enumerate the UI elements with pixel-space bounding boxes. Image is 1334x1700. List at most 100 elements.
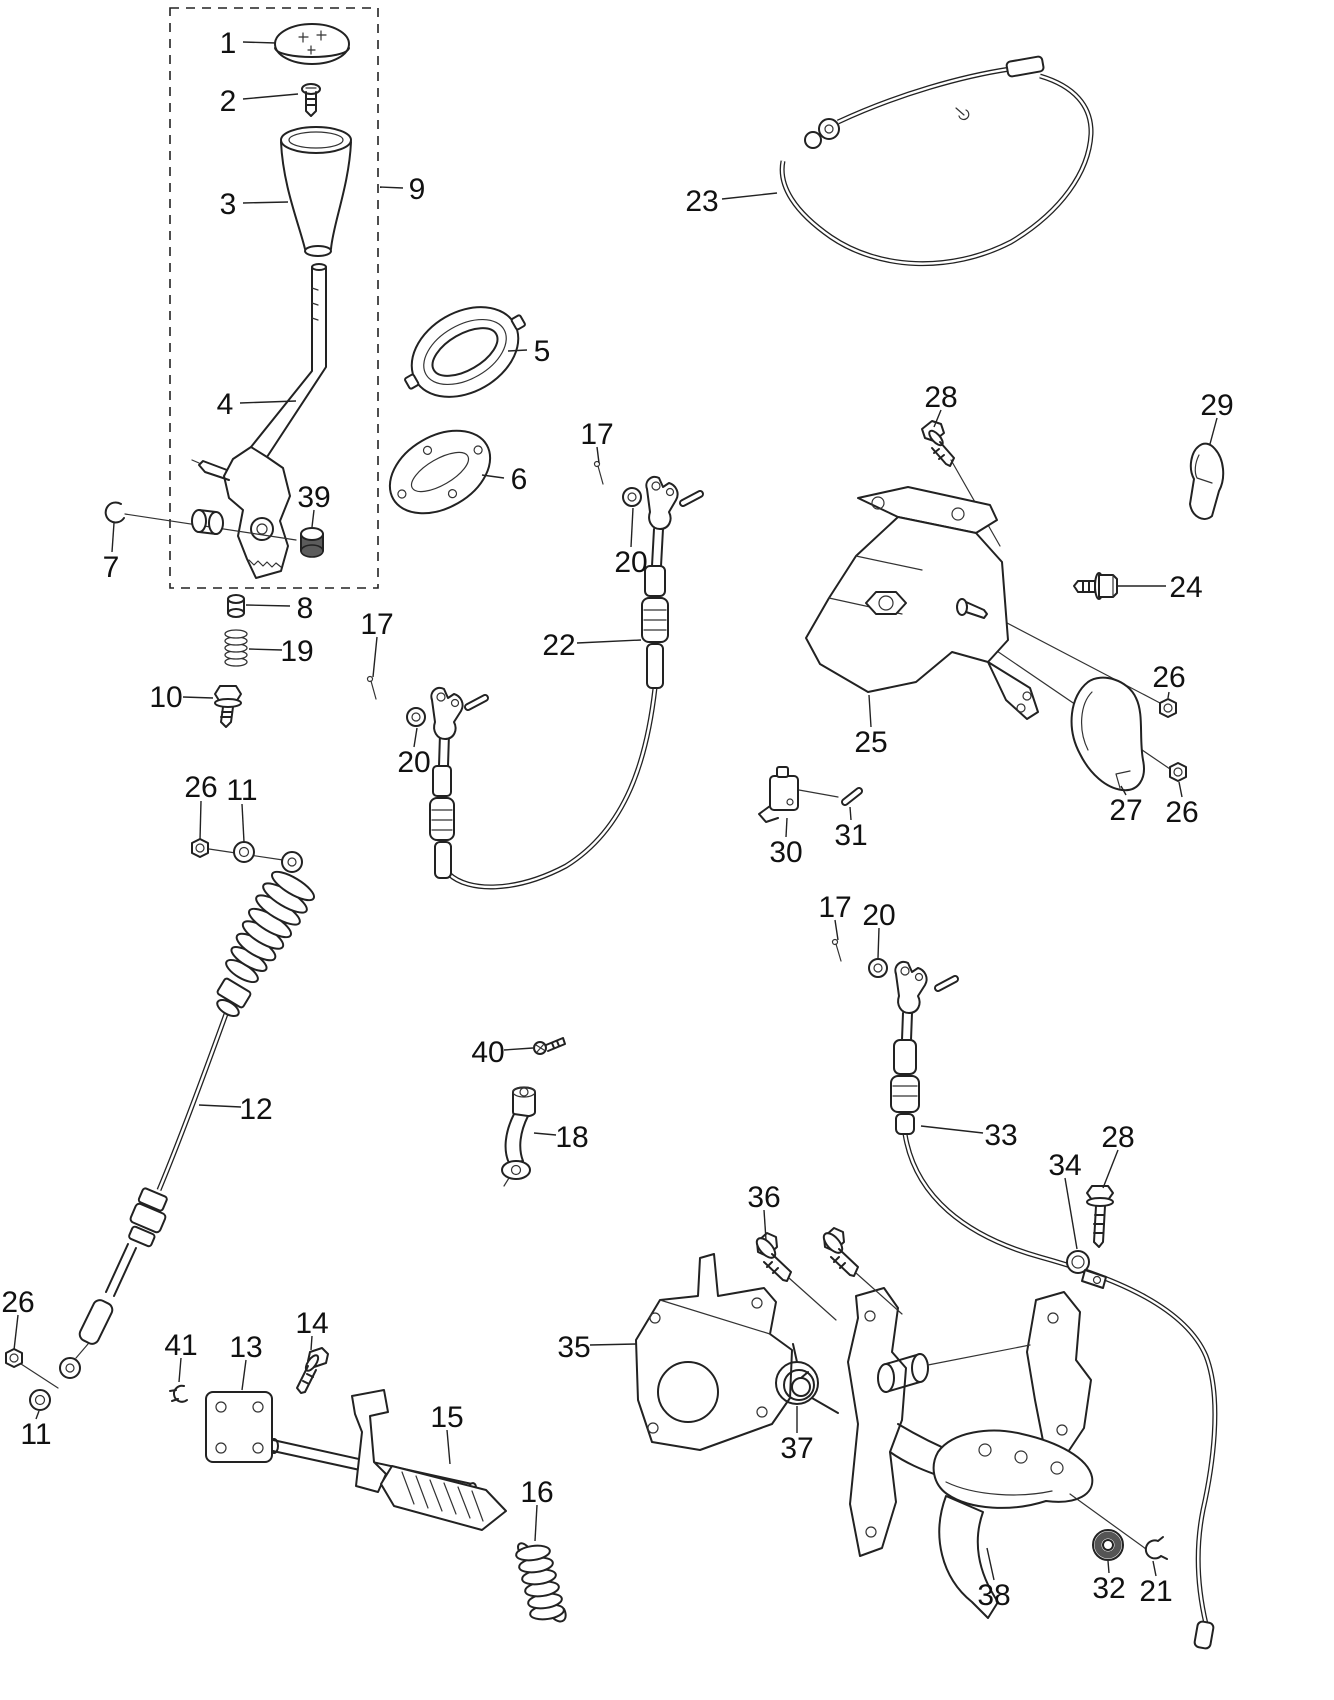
callout-label-12: 12 xyxy=(239,1093,272,1126)
callout-leader-26 xyxy=(1167,691,1170,699)
callout-label-15: 15 xyxy=(430,1401,463,1434)
part-13-mount-plate xyxy=(205,1391,279,1463)
part-14-screw xyxy=(296,1347,329,1394)
callout-label-27: 27 xyxy=(1109,794,1142,827)
part-36-bolts xyxy=(755,1227,903,1321)
part-7-snap-ring xyxy=(104,501,297,541)
callout-label-26: 26 xyxy=(1152,661,1185,694)
callout-label-19: 19 xyxy=(280,635,313,668)
callout-leader-12 xyxy=(198,1104,242,1108)
callout-label-38: 38 xyxy=(977,1579,1010,1612)
callout-label-11: 11 xyxy=(20,1418,51,1451)
callout-label-37: 37 xyxy=(780,1432,813,1465)
callout-leader-36 xyxy=(763,1209,767,1241)
part-38-pedal-assembly xyxy=(847,1287,1147,1619)
callout-leader-38 xyxy=(986,1547,995,1581)
callout-label-2: 2 xyxy=(220,85,237,118)
part-12-select-cable xyxy=(59,851,315,1379)
callout-leader-2 xyxy=(242,93,299,100)
callout-label-11: 11 xyxy=(226,774,257,807)
callout-label-4: 4 xyxy=(217,388,234,421)
callout-label-39: 39 xyxy=(297,481,330,514)
callout-leader-21 xyxy=(1152,1560,1157,1577)
part-15-rod-bracket xyxy=(272,1389,507,1531)
callout-leader-5 xyxy=(507,349,528,352)
part-34-cable-clamp xyxy=(1066,1250,1107,1289)
part-26-nut-d xyxy=(5,1348,23,1368)
part-35-support-bracket xyxy=(635,1253,793,1451)
callout-leader-1 xyxy=(242,41,277,44)
part-16-return-spring xyxy=(515,1542,567,1623)
part-11-washer-b xyxy=(17,1361,59,1411)
callout-label-31: 31 xyxy=(834,819,867,852)
callout-label-23: 23 xyxy=(685,185,718,218)
callout-label-1: 1 xyxy=(220,27,237,60)
part-23-throttle-cable xyxy=(782,55,1091,264)
callout-label-25: 25 xyxy=(854,726,887,759)
part-20-clevis-group-c xyxy=(831,938,959,1014)
callout-label-7: 7 xyxy=(103,551,120,584)
callout-label-32: 32 xyxy=(1092,1572,1125,1605)
part-32-washer xyxy=(1092,1529,1124,1561)
callout-label-16: 16 xyxy=(520,1476,553,1509)
callout-label-26: 26 xyxy=(184,771,217,804)
part-4-shift-lever xyxy=(191,263,327,579)
callout-label-24: 24 xyxy=(1169,571,1202,604)
part-6-base-plate xyxy=(388,429,492,515)
callout-leader-6 xyxy=(481,474,505,479)
callout-label-40: 40 xyxy=(471,1036,504,1069)
part-20-clevis-group-a xyxy=(593,460,704,530)
callout-leader-39 xyxy=(311,509,315,528)
part-28-bolt-b xyxy=(1086,1185,1114,1248)
callout-label-17: 17 xyxy=(580,418,613,451)
callout-label-13: 13 xyxy=(229,1331,262,1364)
callout-leader-27 xyxy=(1120,785,1127,796)
callout-label-21: 21 xyxy=(1139,1575,1172,1608)
callout-leader-4 xyxy=(239,400,297,404)
callout-label-26: 26 xyxy=(1165,796,1198,829)
callout-label-41: 41 xyxy=(164,1329,197,1362)
callout-label-17: 17 xyxy=(360,608,393,641)
part-29-grommet-bracket xyxy=(1189,442,1225,520)
callout-leader-19 xyxy=(248,648,283,651)
callout-leader-30 xyxy=(785,817,788,838)
callout-leader-7 xyxy=(111,522,115,553)
callout-label-28: 28 xyxy=(1101,1121,1134,1154)
callout-leader-10 xyxy=(182,696,214,699)
part-31-pin xyxy=(841,787,863,806)
callout-leader-23 xyxy=(721,192,778,200)
callout-label-35: 35 xyxy=(557,1331,590,1364)
part-22-shift-cable xyxy=(429,528,669,887)
callout-label-17: 17 xyxy=(818,891,851,924)
part-10-bolt xyxy=(214,685,242,728)
callout-label-10: 10 xyxy=(149,681,182,714)
callout-leader-20 xyxy=(630,507,634,548)
part-18-interlock-lever xyxy=(501,1086,536,1187)
callout-label-9: 9 xyxy=(409,173,426,206)
callout-leader-20 xyxy=(877,927,880,959)
callout-label-29: 29 xyxy=(1200,389,1233,422)
callout-leader-35 xyxy=(589,1343,637,1346)
callout-leader-31 xyxy=(849,806,852,821)
callout-label-30: 30 xyxy=(769,836,802,869)
callout-leader-25 xyxy=(868,694,872,728)
part-2-knob-screw xyxy=(301,83,321,117)
callout-leader-32 xyxy=(1107,1560,1110,1574)
part-28-bolt-a xyxy=(921,420,955,467)
callout-label-20: 20 xyxy=(397,746,430,779)
part-33-control-cable xyxy=(890,1012,1215,1650)
callout-leader-11 xyxy=(35,1410,40,1420)
part-27-cover-plate xyxy=(1070,676,1145,792)
callout-leader-33 xyxy=(920,1125,984,1134)
callout-leader-28 xyxy=(933,409,942,428)
callout-leader-20 xyxy=(413,727,418,748)
part-1-shift-pattern-cap xyxy=(274,23,350,65)
callout-leader-8 xyxy=(245,604,291,607)
part-26-nut-b xyxy=(1169,762,1187,782)
callout-leader-13 xyxy=(241,1359,247,1391)
callout-label-20: 20 xyxy=(614,546,647,579)
callout-leader-15 xyxy=(446,1429,451,1465)
callout-leader-40 xyxy=(503,1047,534,1051)
